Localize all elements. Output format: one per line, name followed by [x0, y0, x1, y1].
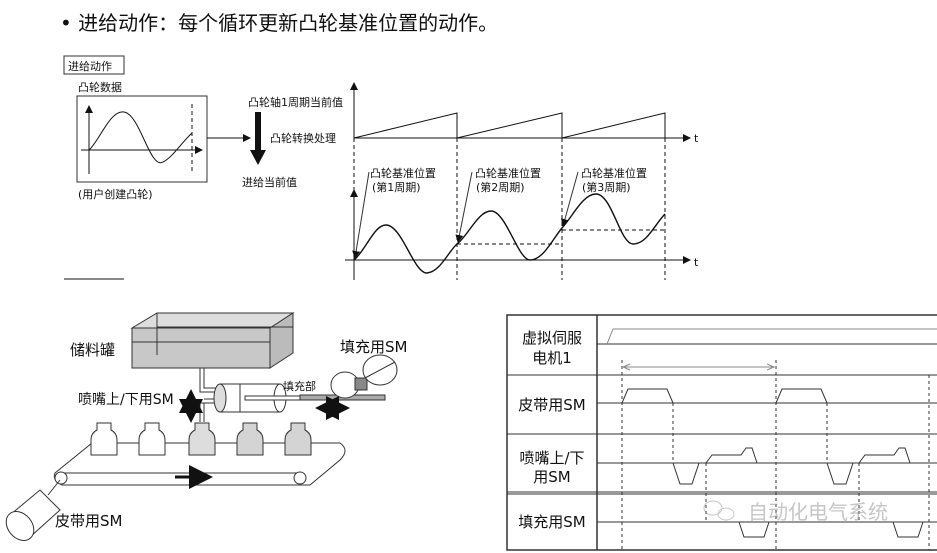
feed-diagram: 进给动作 凸轮数据 (用户创建凸轮) 凸轮轴1周期当前值 凸轮转换处理 进给当前… — [63, 55, 699, 280]
nozzle-signal — [672, 447, 911, 485]
row-label-nozzle-sm-2: 用SM — [533, 468, 570, 486]
sawtooth — [353, 112, 666, 139]
bottles — [90, 422, 312, 456]
ref-position-2: 凸轮基准位置 — [475, 166, 541, 180]
row-label-virtual-servo: 虚拟伺服 — [522, 329, 582, 347]
ref-period-3: (第3周期) — [582, 180, 631, 194]
belt-sm-label: 皮带用SM — [55, 512, 122, 530]
cam-axis-label: 凸轮轴1周期当前值 — [248, 95, 343, 109]
tank-label: 储料罐 — [70, 341, 115, 359]
watermark: 自动化电气系统 — [703, 500, 888, 524]
nozzle-sm-label: 喷嘴上/下用SM — [78, 392, 174, 408]
cam-data-box — [76, 95, 208, 183]
ref-position-1: 凸轮基准位置 — [370, 166, 436, 180]
tank-top — [130, 312, 295, 329]
feed-box-label: 进给动作 — [68, 60, 112, 73]
ref-position-3: 凸轮基准位置 — [581, 166, 647, 180]
cam-data-label: 凸轮数据 — [78, 80, 122, 94]
t-axis-label: t — [694, 132, 699, 145]
feed-curve — [353, 193, 666, 274]
timing-chart: 虚拟伺服 电机1 皮带用SM 喷嘴上/下 用SM 填充用SM — [506, 314, 937, 551]
ref-period-2: (第2周期) — [476, 180, 525, 194]
fill-unit-label: 填充部 — [283, 379, 316, 393]
belt-signal — [621, 388, 828, 404]
feed-box — [63, 55, 125, 75]
storage-tank — [131, 327, 271, 369]
user-cam-label: (用户创建凸轮) — [78, 187, 153, 201]
page-title: • 进给动作：每个循环更新凸轮基准位置的动作。 — [60, 11, 498, 35]
row-label-fill-sm: 填充用SM — [518, 513, 585, 531]
filling-machine — [5, 312, 398, 541]
fill-signal — [738, 521, 924, 538]
fill-sm-label: 填充用SM — [340, 338, 407, 356]
feed-value-label: 进给当前值 — [242, 175, 297, 189]
row-label-belt-sm: 皮带用SM — [518, 396, 585, 414]
t-axis-label-2: t — [694, 256, 699, 269]
row-label-nozzle-sm: 喷嘴上/下 — [519, 449, 584, 467]
ref-period-1: (第1周期) — [372, 180, 421, 194]
virtual-servo-signal — [606, 328, 937, 345]
down-arrow-icon — [250, 112, 266, 165]
cam-convert-label: 凸轮转换处理 — [270, 131, 336, 145]
cam-curve — [88, 111, 193, 164]
watermark-text: 自动化电气系统 — [748, 500, 888, 524]
row-label-virtual-servo-2: 电机1 — [532, 349, 572, 367]
